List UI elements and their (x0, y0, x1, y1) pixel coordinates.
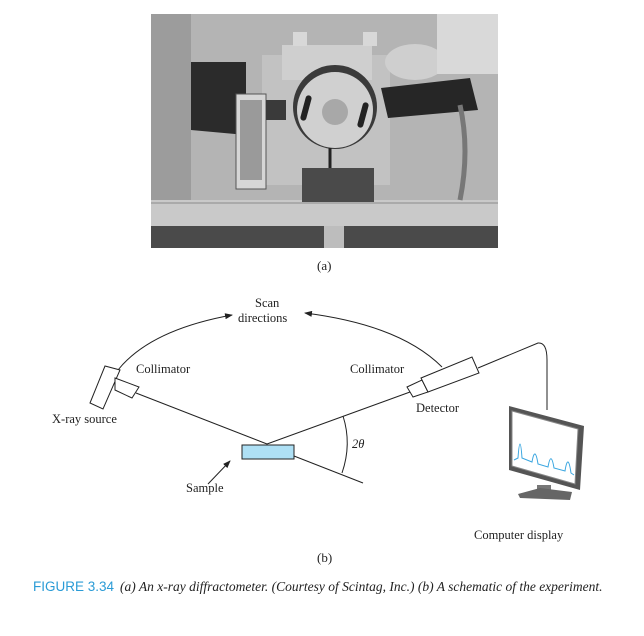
detector-label: Detector (416, 401, 460, 415)
reflected-beam (266, 391, 411, 445)
collimator-right-label: Collimator (350, 362, 405, 376)
scan-arc-left (117, 313, 233, 371)
xray-source-shape (89, 365, 121, 410)
source-collimator-shape (114, 377, 140, 399)
transmitted-beam (293, 455, 364, 484)
computer-display-icon (509, 406, 584, 500)
sample-shape (241, 444, 295, 460)
incident-beam (135, 392, 268, 445)
computer-display-label: Computer display (474, 528, 564, 542)
figure-number: FIGURE 3.34 (33, 579, 115, 594)
figure-caption: FIGURE 3.34 (a) An x-ray diffractometer. … (33, 577, 623, 596)
sample-pointer (207, 460, 231, 485)
detector-shape (420, 356, 480, 393)
xray-source-label: X-ray source (52, 412, 117, 426)
angle-label: 2θ (352, 437, 365, 451)
angle-arc (341, 415, 348, 474)
caption-text: (a) An x-ray diffractometer. (Courtesy o… (120, 579, 603, 594)
detector-cable (477, 342, 548, 410)
scan-label-2: directions (238, 311, 288, 325)
subpanel-label-b: (b) (317, 550, 333, 565)
collimator-left-label: Collimator (136, 362, 191, 376)
scan-arc-right (304, 310, 443, 368)
scan-label-1: Scan (255, 296, 280, 310)
sample-label: Sample (186, 481, 224, 495)
diffractometer-photo (151, 14, 498, 248)
subpanel-label-a: (a) (317, 258, 332, 273)
